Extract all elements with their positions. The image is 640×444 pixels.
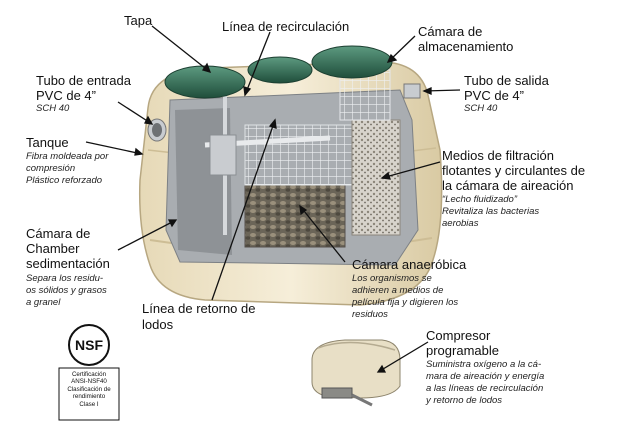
- anaerobic-media: [244, 184, 346, 248]
- filtration-media: [351, 119, 401, 236]
- leader-tanque: [85, 141, 143, 155]
- outlet-pipe: [403, 83, 421, 99]
- label-outlet-2: PVC de 4”: [464, 88, 524, 103]
- leader-medios: [381, 161, 441, 179]
- label-sedimentation-sub-2: os sólidos y grasos: [26, 285, 107, 296]
- nsf-caption-line-4: rendimiento: [72, 393, 106, 401]
- label-tapa: Tapa: [124, 13, 153, 28]
- label-compressor-2: programable: [426, 343, 499, 358]
- label-anaerobic: Cámara anaeróbica: [352, 257, 467, 272]
- leader-tapa: [151, 25, 211, 73]
- leader-comp: [377, 341, 429, 373]
- leader-retorno: [211, 119, 276, 301]
- label-media-sub-1: “Lecho fluidizado”: [442, 194, 517, 205]
- label-tank-sub-2: compresión: [26, 163, 76, 174]
- label-anaerobic-sub-2: adhieren a medios de: [352, 285, 444, 296]
- nsf-caption-line-5: Clase I: [79, 400, 99, 408]
- label-media-sub-2: Revitaliza las bacterias: [442, 206, 540, 217]
- label-sedimentation-3: sedimentación: [26, 256, 110, 271]
- label-sedimentation-2: Chamber: [26, 241, 80, 256]
- nsf-logo: NSF: [68, 324, 110, 366]
- leader-anaer: [299, 205, 346, 263]
- label-sludge-return-2: lodos: [142, 317, 174, 332]
- label-inlet-2: PVC de 4”: [36, 88, 96, 103]
- nsf-caption-line-3: Clasificación de: [67, 385, 111, 393]
- label-sedimentation-sub-3: a granel: [26, 297, 61, 308]
- label-outlet-sub: SCH 40: [464, 103, 498, 114]
- label-tank-sub-3: Plástico reforzado: [26, 175, 103, 186]
- label-media-sub-3: aerobias: [442, 218, 479, 229]
- label-outlet-1: Tubo de salida: [464, 73, 549, 88]
- label-storage-chamber-1: Cámara de: [418, 24, 483, 39]
- label-inlet-sub: SCH 40: [36, 103, 70, 114]
- label-tank-sub-1: Fibra moldeada por: [26, 151, 109, 162]
- label-sedimentation-sub-1: Separa los residu-: [26, 273, 104, 284]
- label-sedimentation-1: Cámara de: [26, 226, 91, 241]
- label-compressor-sub-1: Suministra oxígeno a la cá-: [426, 359, 542, 370]
- nsf-caption: Certificación ANSI-NSF40 Clasificación d…: [60, 371, 118, 408]
- label-compressor-1: Compresor: [426, 328, 491, 343]
- label-compressor-sub-2: mara de aireación y energía: [426, 371, 545, 382]
- label-tank: Tanque: [26, 135, 69, 150]
- label-media-3: la cámara de aireación: [442, 178, 574, 193]
- svg-text:NSF: NSF: [75, 337, 103, 353]
- label-media-1: Medios de filtración: [442, 148, 554, 163]
- label-compressor-sub-4: y retorno de lodos: [426, 395, 503, 406]
- nsf-caption-box: [58, 367, 120, 421]
- label-storage-chamber-2: almacenamiento: [418, 39, 514, 54]
- nsf-caption-line-2: ANSI-NSF40: [71, 378, 107, 386]
- compressor-illustration: [311, 339, 401, 407]
- label-sludge-return-1: Línea de retorno de: [142, 301, 256, 316]
- label-compressor-sub-3: a las líneas de recirculación: [426, 383, 544, 394]
- label-recirculation-line: Línea de recirculación: [222, 19, 350, 34]
- label-anaerobic-sub-3: película fija y digieren los: [352, 297, 459, 308]
- label-anaerobic-sub-4: residuos: [352, 309, 388, 320]
- lid-right: [311, 45, 393, 79]
- leader-sed: [117, 219, 177, 251]
- label-media-2: flotantes y circulantes de: [442, 163, 586, 178]
- label-inlet-1: Tubo de entrada: [36, 73, 131, 88]
- leader-recirc: [244, 31, 271, 96]
- lid-middle: [247, 56, 313, 84]
- label-anaerobic-sub-1: Los organismos se: [352, 273, 432, 284]
- nsf-caption-line-1: Certificación: [71, 371, 107, 378]
